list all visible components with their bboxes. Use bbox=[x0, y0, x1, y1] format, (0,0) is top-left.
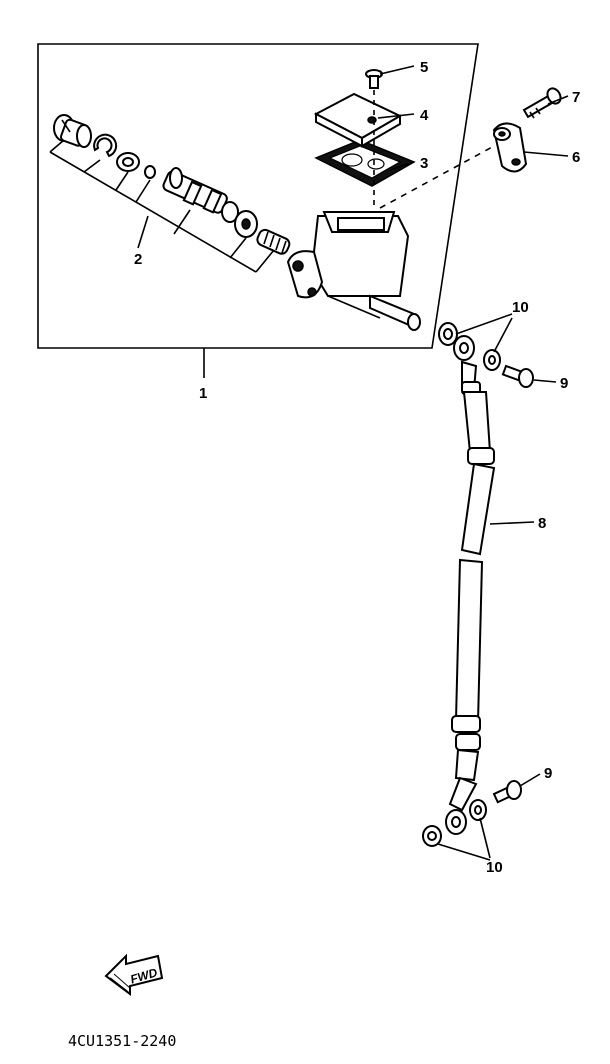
callout-7: 7 bbox=[572, 89, 580, 106]
callout-5: 5 bbox=[420, 59, 428, 76]
holder-bolt-part bbox=[522, 87, 562, 119]
piston-part bbox=[162, 167, 239, 223]
callout-2: 2 bbox=[134, 251, 142, 268]
callout-6: 6 bbox=[572, 149, 580, 166]
cap-screw-part bbox=[365, 69, 383, 89]
piston-kit-parts bbox=[49, 114, 291, 273]
reservoir-cap-part bbox=[313, 92, 403, 148]
washer-part bbox=[116, 152, 140, 172]
hose-fittings-bottom bbox=[422, 780, 522, 847]
fwd-arrow-icon: FWD bbox=[104, 953, 164, 996]
callout-9-top: 9 bbox=[560, 375, 568, 392]
drawing-code: 4CU1351-2240 bbox=[68, 1032, 176, 1050]
boot-part bbox=[53, 114, 92, 148]
master-cylinder-assembly-frame bbox=[37, 43, 479, 378]
diaphragm-part bbox=[314, 139, 416, 187]
hose-fittings-top bbox=[438, 322, 534, 388]
spring-part bbox=[256, 228, 291, 255]
callout-3: 3 bbox=[420, 155, 428, 172]
holder-part bbox=[492, 122, 528, 173]
callout-9-bottom: 9 bbox=[544, 765, 552, 782]
master-cylinder-body bbox=[286, 211, 421, 331]
callout-4: 4 bbox=[420, 107, 429, 124]
circlip-part bbox=[93, 133, 118, 158]
callout-10-top: 10 bbox=[512, 299, 529, 316]
brake-hose-part bbox=[445, 335, 496, 835]
callout-10-bottom: 10 bbox=[486, 859, 503, 876]
oring-part bbox=[144, 165, 156, 179]
cup-seal-part bbox=[234, 210, 258, 238]
callout-1: 1 bbox=[199, 385, 207, 402]
leader-lines bbox=[377, 65, 569, 861]
callout-8: 8 bbox=[538, 515, 546, 532]
